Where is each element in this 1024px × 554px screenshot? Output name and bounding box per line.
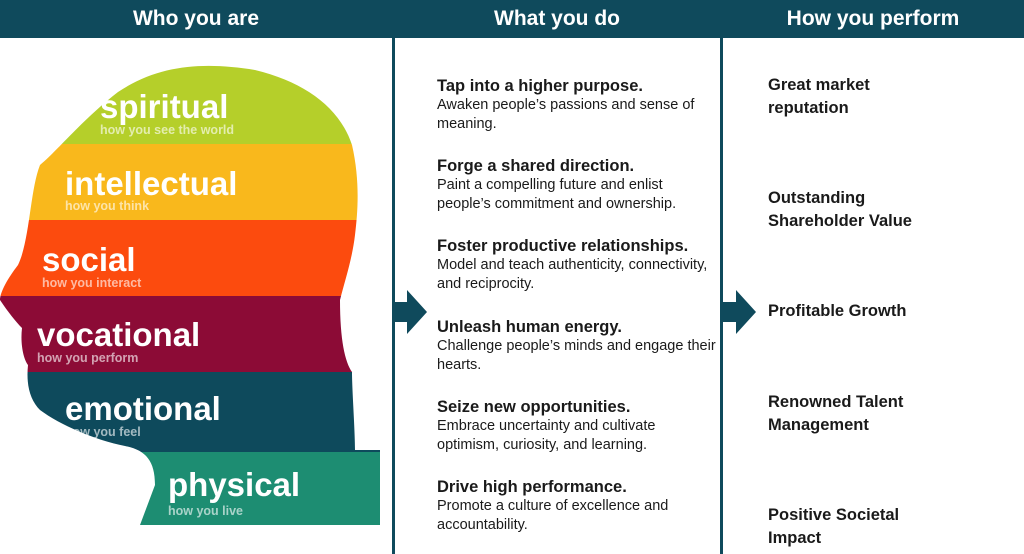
layer-name-spiritual: spiritual [100, 88, 229, 125]
layer-name-vocational: vocational [37, 316, 201, 353]
layer-sub-emotional: how you feel [65, 425, 141, 439]
action-item: Tap into a higher purpose. Awaken people… [437, 76, 717, 134]
action-title: Unleash human energy. [437, 318, 622, 336]
column-title-what: What you do [494, 7, 620, 30]
layer-sub-vocational: how you perform [37, 351, 139, 365]
layer-sub-social: how you interact [42, 276, 142, 290]
arrow-right-icon [393, 290, 427, 334]
action-item: Seize new opportunities. Embrace uncerta… [437, 397, 717, 455]
action-item: Drive high performance. Promote a cultur… [437, 477, 717, 535]
outcome-item: Renowned Talent Management [768, 393, 904, 434]
header-bar [0, 0, 1024, 38]
action-title: Drive high performance. [437, 478, 627, 496]
action-item: Unleash human energy. Challenge people’s… [437, 317, 717, 375]
action-title: Seize new opportunities. [437, 398, 631, 416]
column-divider-right [720, 38, 723, 554]
arrow-right-icon [722, 290, 756, 334]
action-description: Challenge people’s minds and engage thei… [437, 338, 716, 373]
action-description: Promote a culture of excellence and acco… [437, 498, 669, 533]
action-description: Model and teach authenticity, connectivi… [437, 257, 708, 292]
column-title-how: How you perform [786, 7, 960, 30]
layer-sub-intellectual: how you think [65, 199, 150, 213]
action-item: Foster productive relationships. Model a… [437, 236, 717, 294]
action-description: Awaken people’s passions and sense of me… [437, 97, 695, 132]
outcome-item: Outstanding Shareholder Value [768, 189, 912, 230]
layer-band-social [0, 220, 390, 296]
layer-name-intellectual: intellectual [65, 165, 238, 202]
layer-sub-spiritual: how you see the world [100, 123, 235, 137]
outcome-item: Positive Societal Impact [768, 506, 900, 547]
action-title: Tap into a higher purpose. [437, 77, 643, 95]
outcome-item: Great market reputation [768, 76, 870, 117]
outcome-item: Profitable Growth [768, 302, 907, 320]
layer-band-intellectual [0, 144, 390, 220]
head-diagram [0, 65, 390, 554]
action-title: Foster productive relationships. [437, 237, 689, 255]
column-title-who: Who you are [132, 7, 259, 30]
action-item: Forge a shared direction. Paint a compel… [437, 156, 717, 214]
layer-name-physical: physical [168, 466, 301, 503]
layer-sub-physical: how you live [168, 504, 244, 518]
column-divider-left [392, 38, 395, 554]
layer-band-vocational [0, 296, 390, 372]
layer-name-social: social [42, 241, 136, 278]
action-description: Embrace uncertainty and cultivate optimi… [437, 418, 656, 453]
action-title: Forge a shared direction. [437, 157, 635, 175]
layer-name-emotional: emotional [65, 390, 221, 427]
action-description: Paint a compelling future and enlist peo… [437, 177, 677, 212]
